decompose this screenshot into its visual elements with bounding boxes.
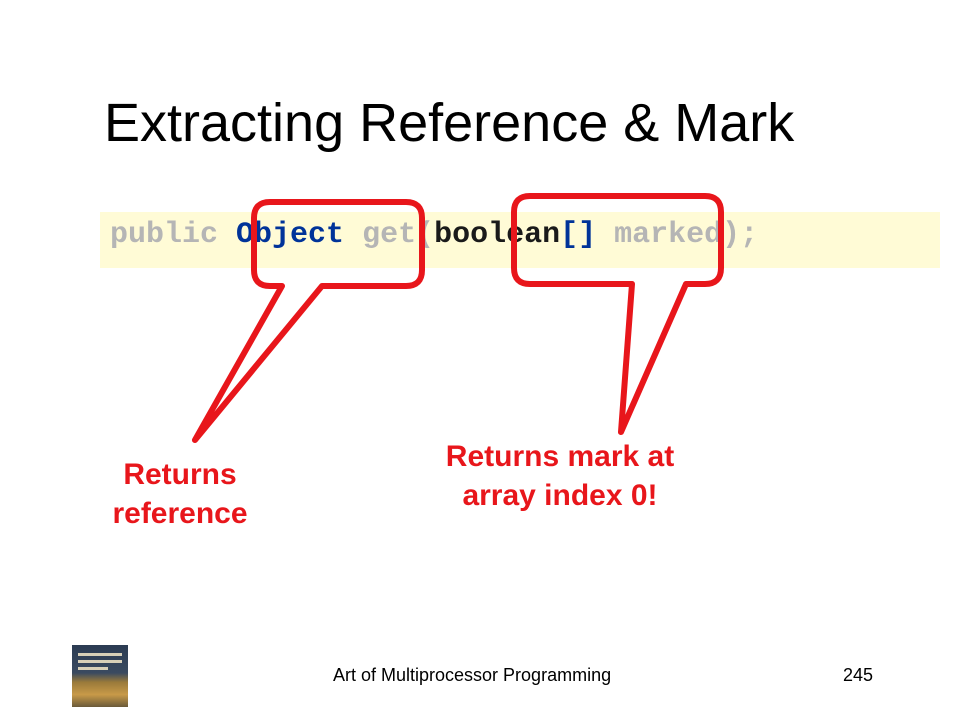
callout-line: array index 0! xyxy=(462,479,658,512)
slide-title: Extracting Reference & Mark xyxy=(104,93,795,153)
callout-bubble-boolean-array xyxy=(511,193,724,435)
callout-line: Returns xyxy=(123,458,237,491)
callout-line: reference xyxy=(112,497,248,530)
code-param-marked: marked); xyxy=(596,218,759,252)
callout-line: Returns mark at xyxy=(445,440,675,473)
callout-bubble-object xyxy=(192,199,425,443)
page-number: 245 xyxy=(843,665,874,685)
code-line: public Object get(boolean[] marked); xyxy=(110,218,758,252)
book-cover-thumbnail xyxy=(72,645,128,707)
code-highlight-band xyxy=(100,212,940,268)
callout-returns-reference: Returns reference xyxy=(80,455,280,533)
code-array-brackets: [] xyxy=(560,218,597,252)
code-type-boolean: boolean xyxy=(434,218,561,252)
footer-text: Art of Multiprocessor Programming xyxy=(333,665,612,685)
callout-returns-mark: Returns mark at array index 0! xyxy=(390,437,730,515)
code-keyword-public: public xyxy=(110,218,237,252)
